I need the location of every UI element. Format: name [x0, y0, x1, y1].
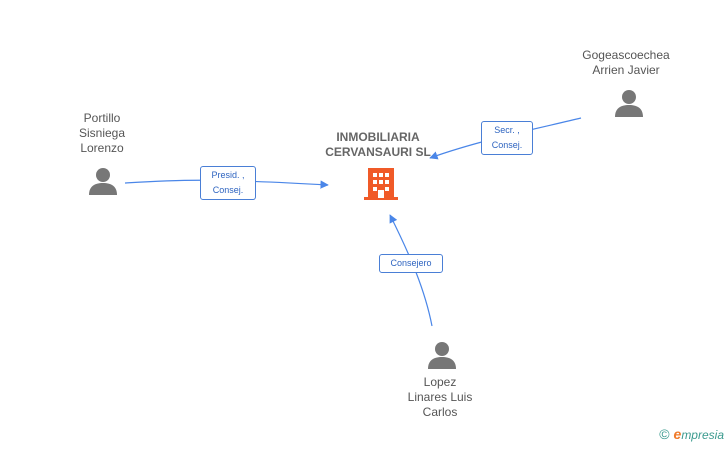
brand-name: mpresia	[681, 428, 724, 442]
copyright-symbol: ©	[659, 426, 670, 442]
relation-label-portillo[interactable]: Presid. , Consej.	[200, 166, 256, 200]
empresia-watermark: ©empresia	[659, 426, 724, 442]
person-icon[interactable]	[88, 167, 118, 195]
edge-portillo-company	[124, 179, 329, 189]
person-name-portillo[interactable]: Portillo Sisniega Lorenzo	[78, 111, 126, 155]
person-name-lopez[interactable]: Lopez Linares Luis Carlos	[407, 375, 473, 419]
brand-initial: e	[673, 426, 682, 442]
relation-label-lopez[interactable]: Consejero	[379, 254, 443, 273]
company-name[interactable]: INMOBILIARIA CERVANSAURI SL	[325, 130, 431, 159]
relation-label-gogeascoechea[interactable]: Secr. , Consej.	[481, 121, 533, 155]
person-name-gogeascoechea[interactable]: Gogeascoechea Arrien Javier	[582, 48, 670, 77]
person-icon[interactable]	[427, 341, 457, 369]
building-icon[interactable]	[364, 166, 398, 202]
person-icon[interactable]	[614, 89, 644, 117]
